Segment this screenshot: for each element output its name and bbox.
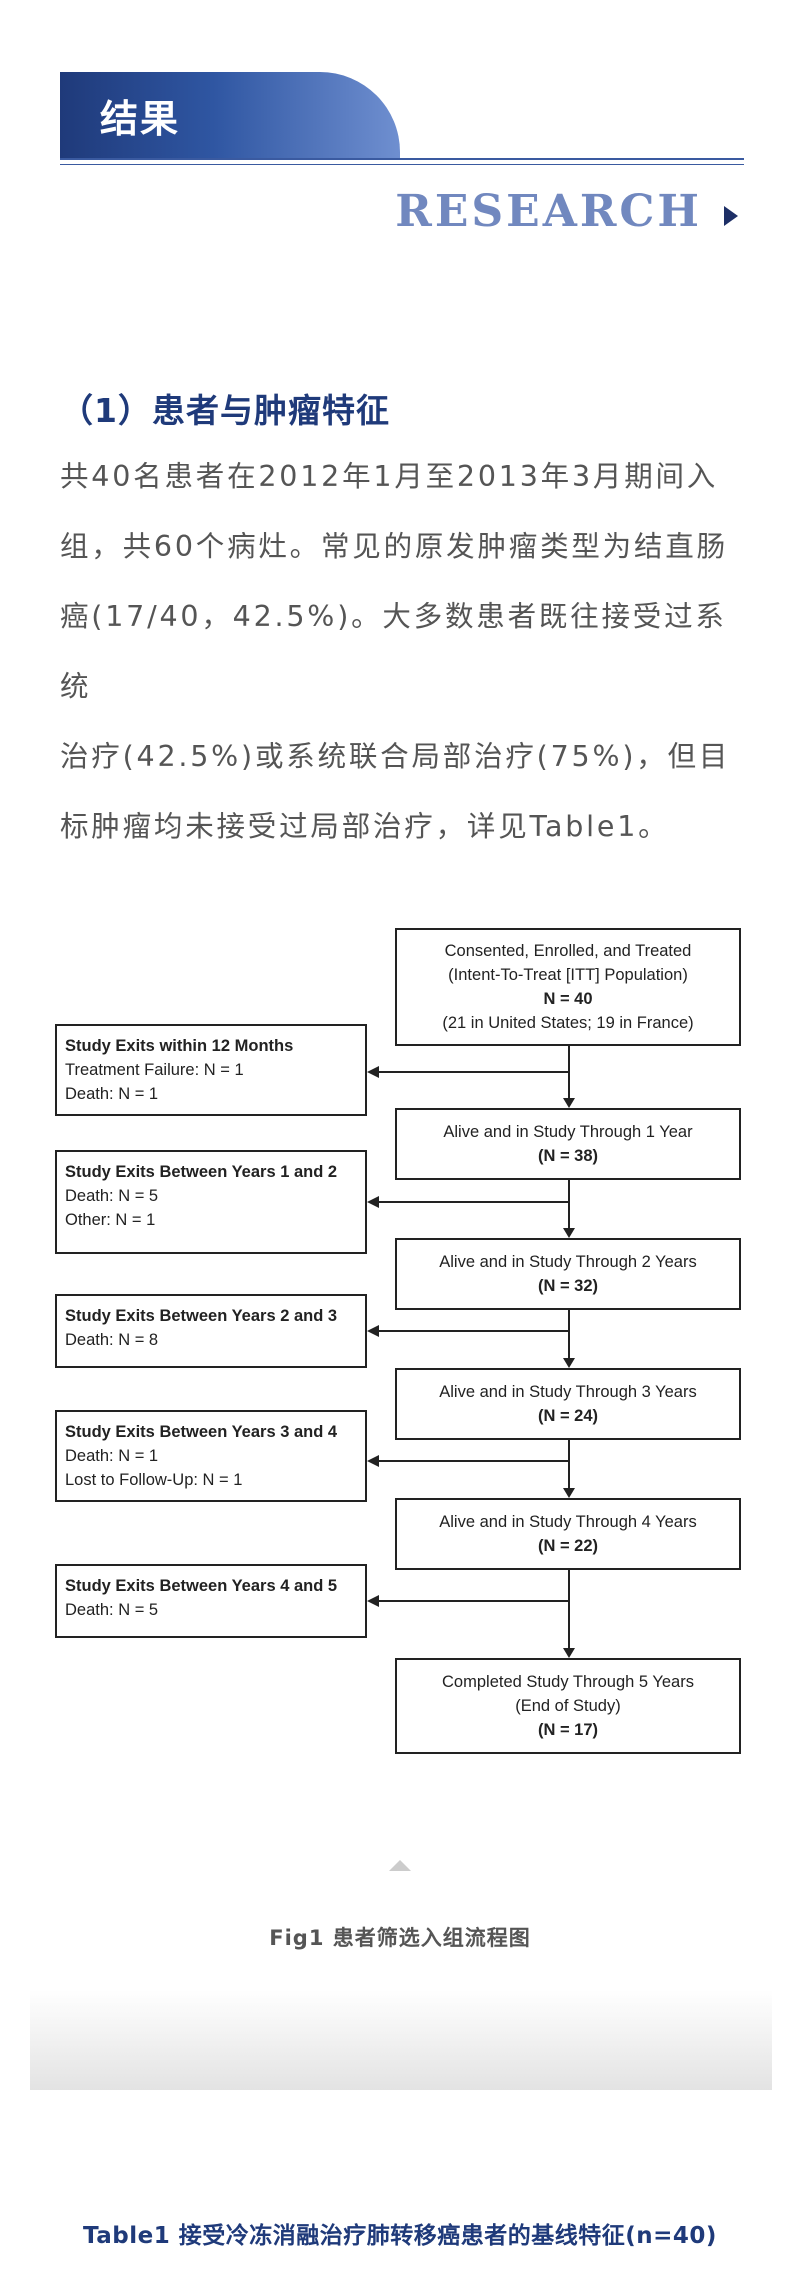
flow-box-line: (Intent-To-Treat [ITT] Population)	[448, 966, 688, 984]
flow-box-line: (N = 22)	[537, 1537, 599, 1555]
play-arrow-icon	[724, 206, 738, 226]
flow-box-year1: Alive and in Study Through 1 Year (N = 3…	[395, 1108, 741, 1180]
arrow-left-icon	[367, 1196, 379, 1208]
flow-box-year4: Alive and in Study Through 4 Years (N = …	[395, 1498, 741, 1570]
paragraph-line: 组，共60个病灶。常见的原发肿瘤类型为结直肠	[60, 530, 728, 563]
exit-box-line: Death: N = 5	[65, 1601, 159, 1619]
flow-box-line: (N = 38)	[537, 1147, 599, 1165]
arrow-down-icon	[563, 1488, 575, 1498]
shadow-band	[30, 1990, 772, 2090]
flow-box-line: Alive and in Study Through 1 Year	[443, 1123, 693, 1141]
paragraph-line: 癌(17/40，42.5%)。大多数患者既往接受过系统	[60, 600, 727, 703]
arrow-down-icon	[563, 1228, 575, 1238]
exit-box-title: Study Exits Between Years 1 and 2	[65, 1163, 338, 1181]
flow-exit-box-years-4-5: Study Exits Between Years 4 and 5 Death:…	[55, 1564, 367, 1638]
flow-box-enrolled: Consented, Enrolled, and Treated (Intent…	[395, 928, 741, 1046]
flow-box-line: (N = 17)	[537, 1721, 599, 1739]
connector-line	[568, 1180, 570, 1228]
flow-box-line: Consented, Enrolled, and Treated	[444, 942, 692, 960]
flow-box-line: Alive and in Study Through 2 Years	[439, 1253, 697, 1271]
paragraph-line: 共40名患者在2012年1月至2013年3月期间入	[60, 460, 719, 493]
exit-box-line: Death: N = 1	[65, 1447, 159, 1465]
arrow-left-icon	[367, 1325, 379, 1337]
header-divider-thin	[60, 164, 744, 165]
section-header-title: 结果	[100, 96, 181, 141]
flow-box-line: (End of Study)	[515, 1697, 621, 1715]
flow-box-line: N = 40	[543, 990, 593, 1008]
subsection-title: （1）患者与肿瘤特征	[60, 391, 390, 430]
connector-line	[568, 1440, 570, 1488]
exit-box-title: Study Exits Between Years 4 and 5	[65, 1577, 338, 1595]
arrow-left-icon	[367, 1066, 379, 1078]
flow-exit-box-12-months: Study Exits within 12 Months Treatment F…	[55, 1024, 367, 1116]
flow-box-line: (21 in United States; 19 in France)	[442, 1014, 694, 1032]
flow-exit-box-years-1-2: Study Exits Between Years 1 and 2 Death:…	[55, 1150, 367, 1254]
flow-box-year2: Alive and in Study Through 2 Years (N = …	[395, 1238, 741, 1310]
exit-box-line: Death: N = 1	[65, 1085, 159, 1103]
connector-line	[379, 1460, 569, 1462]
flow-box-line: Alive and in Study Through 4 Years	[439, 1513, 697, 1531]
arrow-down-icon	[563, 1648, 575, 1658]
connector-line	[379, 1330, 569, 1332]
flow-box-line: Alive and in Study Through 3 Years	[439, 1383, 697, 1401]
paragraph-line: 治疗(42.5%)或系统联合局部治疗(75%)，但目	[60, 740, 731, 773]
research-label: RESEARCH	[395, 186, 702, 237]
exit-box-title: Study Exits Between Years 2 and 3	[65, 1307, 338, 1325]
flow-box-line: (N = 24)	[537, 1407, 599, 1425]
connector-line	[568, 1310, 570, 1358]
header-divider	[60, 158, 744, 160]
patient-flowchart: Consented, Enrolled, and Treated (Intent…	[55, 928, 745, 1758]
paragraph-line: 标肿瘤均未接受过局部治疗，详见Table1。	[60, 810, 670, 843]
table-title: Table1 接受冷冻消融治疗肺转移癌患者的基线特征(n=40)	[83, 2223, 717, 2249]
connector-line	[379, 1201, 569, 1203]
caret-up-icon	[389, 1860, 411, 1871]
connector-line	[379, 1071, 569, 1073]
connector-line	[568, 1570, 570, 1648]
arrow-down-icon	[563, 1358, 575, 1368]
flow-box-completed: Completed Study Through 5 Years (End of …	[395, 1658, 741, 1754]
figure-caption: Fig1 患者筛选入组流程图	[269, 1926, 531, 1950]
header-tab	[60, 72, 400, 160]
exit-box-line: Lost to Follow-Up: N = 1	[65, 1471, 243, 1489]
exit-box-line: Treatment Failure: N = 1	[65, 1061, 244, 1079]
exit-box-line: Death: N = 5	[65, 1187, 159, 1205]
flow-box-line: (N = 32)	[537, 1277, 599, 1295]
flow-exit-box-years-3-4: Study Exits Between Years 3 and 4 Death:…	[55, 1410, 367, 1502]
flow-box-line: Completed Study Through 5 Years	[442, 1673, 694, 1691]
flow-exit-box-years-2-3: Study Exits Between Years 2 and 3 Death:…	[55, 1294, 367, 1368]
connector-line	[568, 1046, 570, 1098]
flow-box-year3: Alive and in Study Through 3 Years (N = …	[395, 1368, 741, 1440]
connector-line	[379, 1600, 569, 1602]
arrow-down-icon	[563, 1098, 575, 1108]
arrow-left-icon	[367, 1595, 379, 1607]
body-paragraph: 共40名患者在2012年1月至2013年3月期间入 组，共60个病灶。常见的原发…	[60, 442, 750, 862]
arrow-left-icon	[367, 1455, 379, 1467]
exit-box-line: Death: N = 8	[65, 1331, 159, 1349]
exit-box-title: Study Exits within 12 Months	[65, 1037, 294, 1055]
exit-box-title: Study Exits Between Years 3 and 4	[65, 1423, 338, 1441]
exit-box-line: Other: N = 1	[65, 1211, 156, 1229]
